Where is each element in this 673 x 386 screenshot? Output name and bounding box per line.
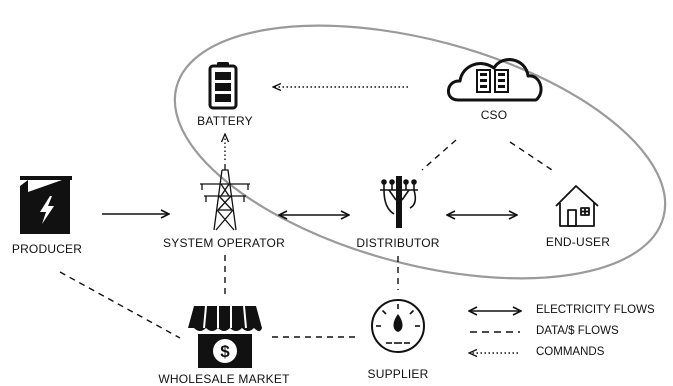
storefront-dollar-icon: $ — [188, 305, 262, 368]
data-cso-distributor — [421, 139, 457, 171]
transmission-tower-icon — [200, 164, 250, 231]
legend-commands-label: COMMANDS — [536, 346, 605, 358]
meter-icon — [371, 299, 425, 353]
distributor-label: DISTRIBUTOR — [356, 236, 440, 250]
legend-electricity-label: ELECTRICITY FLOWS — [536, 304, 655, 316]
data-cso-end-user — [509, 141, 553, 171]
wholesale-market-label: WHOLESALE MARKET — [158, 372, 290, 386]
supplier-label: SUPPLIER — [367, 367, 429, 381]
end-user-label: END-USER — [545, 235, 611, 249]
producer-label: PRODUCER — [11, 242, 83, 256]
house-icon — [555, 185, 599, 227]
legend-data-label: DATA/$ FLOWS — [536, 325, 619, 337]
cso-label: CSO — [480, 108, 508, 122]
system-operator-label: SYSTEM OPERATOR — [163, 236, 285, 250]
utility-pole-icon — [380, 176, 418, 228]
grouping-ellipse — [173, 24, 667, 280]
battery-icon — [208, 62, 238, 110]
factory-icon — [20, 176, 72, 234]
data-producer-wholesale — [59, 271, 181, 339]
battery-label: BATTERY — [197, 114, 253, 128]
cloud-storage-icon — [447, 58, 543, 102]
svg-text:$: $ — [220, 342, 230, 361]
